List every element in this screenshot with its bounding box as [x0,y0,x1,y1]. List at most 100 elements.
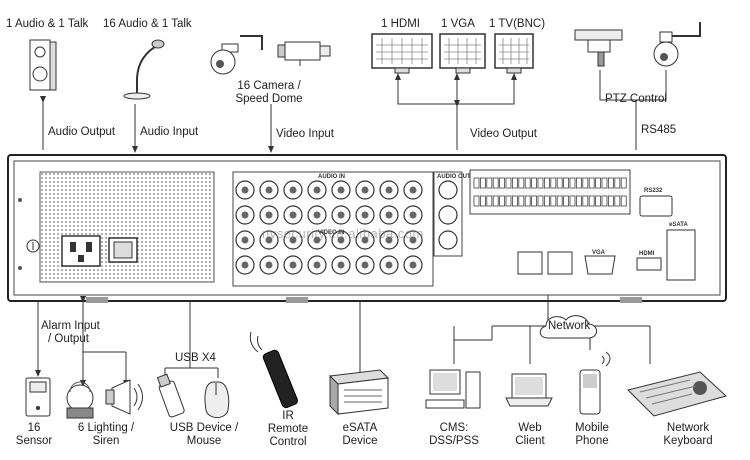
vga-monitor-icon [439,33,486,74]
terminal-pin [486,195,493,207]
vga-label: 1 VGA [441,18,475,30]
mobile-label-line1: Mobile [575,422,609,434]
sensor-label-line1: 16 [27,422,41,434]
bnc-pin [409,236,417,244]
terminal-pin [569,177,576,189]
camera-label-line2: Speed Dome [235,93,303,105]
terminal-pin [473,195,480,207]
esata-label-line1: eSATA [342,422,378,434]
bnc-pin [361,261,369,269]
network-cloud-icon [539,315,597,339]
network-keyboard-icon [627,371,727,417]
panel-video-in-label: VIDEO IN [318,230,345,236]
esata-device-icon [328,369,390,416]
bnc-pin [313,211,321,219]
alarm-label-line1: Alarm Input [41,320,100,332]
audio-out-connector [438,230,458,250]
audio-out-connector [438,205,458,225]
terminal-pin [479,177,486,189]
desktop-pc-icon [425,369,481,409]
video-input-label: Video Input [276,128,334,140]
bnc-pin [409,186,417,194]
sensor-label-line2: Sensor [15,435,53,447]
network-label: Network [548,320,591,332]
bnc-pin [313,236,321,244]
bnc-pin [409,211,417,219]
panel-esata-label: eSATA [669,222,688,228]
microphone-icon [123,39,165,100]
keyboard-label-line1: Network [666,422,710,434]
terminal-pin [576,177,582,189]
usb-x4-label: USB X4 [175,352,216,364]
terminal-pin [601,177,608,189]
camera-label-line1: 16 Camera / [237,80,301,92]
hdmi-label: 1 HDMI [381,18,420,30]
bnc-pin [289,236,297,244]
rs485-label: RS485 [641,124,677,136]
panel-hdmi-label: HDMI [639,251,655,257]
terminal-pin [473,177,480,189]
ir-label-line2: Remote [267,423,309,435]
mobile-phone-icon [579,351,611,415]
speed-dome-camera-icon [210,35,263,75]
tv-label: 1 TV(BNC) [489,18,546,30]
cms-label-line2: DSS/PSS [429,435,479,447]
terminal-pin [588,195,595,207]
terminal-pin [531,195,537,207]
video-output-label: Video Output [470,128,537,140]
speaker-icon [29,39,57,91]
cms-label-line1: CMS: [439,422,469,434]
terminal-pin [588,177,595,189]
terminal-pin [505,177,512,189]
terminal-pin [512,195,518,207]
bottom-connectors [35,295,651,387]
terminal-pin [582,177,589,189]
bnc-pin [265,236,273,244]
alarm-label-line2: / Output [48,333,89,345]
bnc-pin [289,261,297,269]
terminal-pin [563,195,569,207]
panel-rs232-label: RS232 [644,188,663,194]
audio-1talk-label: 1 Audio & 1 Talk [6,18,89,30]
terminal-pin [479,195,486,207]
dome-camera-icon [653,22,701,67]
terminal-pin [499,177,506,189]
terminal-pin [569,195,576,207]
bnc-pin [361,236,369,244]
terminal-pin [620,177,627,189]
dvr-rear-panel [7,154,727,303]
terminal-pin [614,195,621,207]
bnc-pin [361,211,369,219]
ptz-control-label: PTZ Control [605,93,667,105]
terminal-pin [563,177,569,189]
bnc-pin [385,261,393,269]
terminal-pin [576,195,582,207]
bnc-pin [265,211,273,219]
box-camera-icon [277,41,331,66]
terminal-pin [524,177,531,189]
terminal-pin [620,195,627,207]
terminal-pin [608,177,614,189]
panel-audio-in-label: AUDIO IN [318,174,345,180]
laptop-icon [505,373,553,407]
hdmi-monitor-icon [371,33,433,74]
tv-monitor-icon [494,33,534,74]
terminal-pin [492,195,499,207]
sensor-icon [25,377,51,417]
bnc-pin [337,211,345,219]
terminal-pin [512,177,518,189]
terminal-pin [595,177,601,189]
bnc-pin [289,211,297,219]
terminal-pin [544,177,550,189]
terminal-pin [499,195,506,207]
web-client-label-line2: Client [515,435,545,447]
lighting-icon [66,381,94,419]
terminal-pin [492,177,499,189]
bnc-connector-grid [235,180,458,275]
ptz-camera-icon [574,29,623,67]
siren-icon [105,379,143,415]
panel-audio-out-label: AUDIO OUT [437,174,471,180]
bnc-pin [361,186,369,194]
